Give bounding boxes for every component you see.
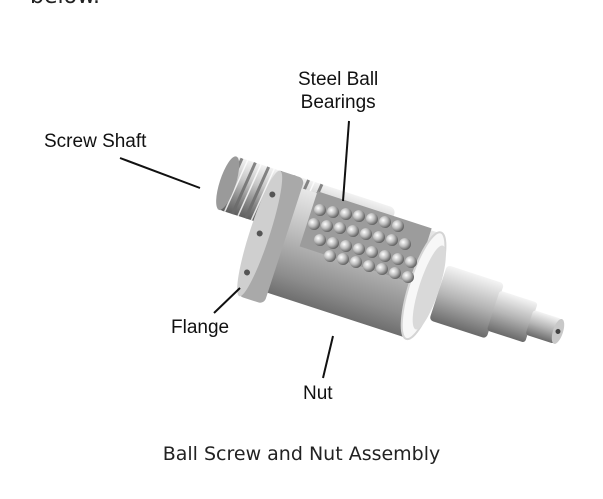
screw-shaft-label: Screw Shaft — [44, 131, 147, 152]
flange-label: Flange — [171, 317, 230, 338]
steel-ball-bearings-label: Steel Ball Bearings — [298, 68, 378, 114]
steel-ball-bearings — [308, 204, 417, 283]
steel-ball-label-line2: Bearings — [300, 92, 376, 113]
figure-caption: Ball Screw and Nut Assembly — [162, 443, 441, 465]
shaft-end — [430, 265, 565, 344]
steel-ball-label-line1: Steel Ball — [298, 69, 379, 90]
nut-label: Nut — [303, 383, 333, 404]
leader-lines — [119, 120, 350, 379]
clipped-text: below. — [30, 0, 100, 9]
